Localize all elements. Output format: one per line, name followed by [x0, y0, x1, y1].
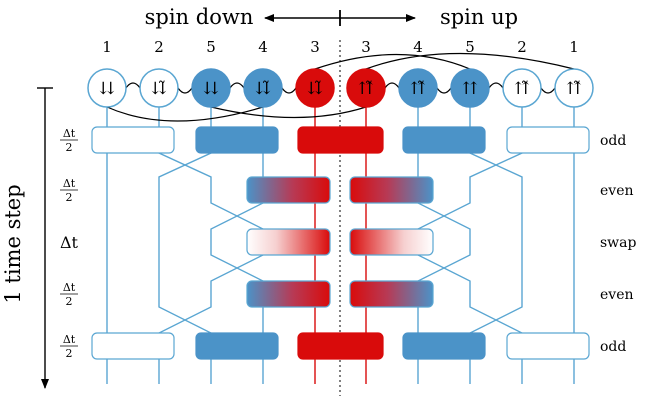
- spin-up-label: spin up: [440, 5, 518, 29]
- odd-gate: [402, 332, 486, 360]
- site-spin-symbol: ⇊̃: [307, 79, 323, 99]
- row-kind-label: swap: [600, 235, 637, 251]
- site-index-label: 3: [310, 38, 320, 56]
- site-spin-symbol: ⇊: [203, 79, 219, 99]
- svg-text:Δt: Δt: [63, 281, 76, 294]
- site-spin-symbol: ⇈: [462, 79, 478, 99]
- site-circle: [346, 68, 386, 108]
- site-index-label: 4: [413, 38, 423, 56]
- row-step-fraction: Δt2: [60, 127, 78, 154]
- site-spin-symbol: ⇈̃: [566, 79, 582, 99]
- svg-text:2: 2: [66, 347, 73, 360]
- site-index-label: 1: [102, 38, 112, 56]
- site-spin-symbol: ⇈̃: [514, 79, 530, 99]
- site-index-label: 2: [154, 38, 164, 56]
- row-step-fraction: Δt2: [60, 281, 78, 308]
- svg-text:Δt: Δt: [63, 177, 76, 190]
- site-index-label: 4: [258, 38, 268, 56]
- site-connection-lines: [106, 52, 575, 122]
- row-kind-label: odd: [600, 339, 626, 355]
- site-index-label: 2: [517, 38, 527, 56]
- row-step-label: Δt: [60, 233, 79, 252]
- site-index-label: 1: [569, 38, 579, 56]
- odd-gate: [91, 332, 175, 360]
- time-step-label: 1 time step: [1, 184, 25, 303]
- site-circle: [87, 68, 127, 108]
- site-spin-symbol: ⇈̃: [358, 79, 374, 99]
- svg-text:2: 2: [66, 141, 73, 154]
- site-circle: [139, 68, 179, 108]
- odd-gate: [195, 126, 279, 154]
- odd-gate: [195, 332, 279, 360]
- wire-line: [210, 107, 264, 384]
- site-spin-symbol: ⇈̃: [410, 79, 426, 99]
- site-circle: [398, 68, 438, 108]
- even-gate: [246, 176, 331, 204]
- site-circle: [295, 68, 335, 108]
- wire-line: [417, 107, 471, 384]
- svg-text:Δt: Δt: [63, 333, 76, 346]
- site-index-label: 5: [465, 38, 475, 56]
- site-circle: [502, 68, 542, 108]
- site-circle: [450, 68, 490, 108]
- site-index-label: 5: [206, 38, 216, 56]
- swap-gate: [349, 228, 434, 256]
- row-kind-label: even: [600, 183, 634, 199]
- wire-line: [158, 107, 212, 384]
- odd-gate: [91, 126, 175, 154]
- swap-gate: [246, 228, 331, 256]
- wire-line: [469, 107, 523, 384]
- spin-down-label: spin down: [145, 5, 254, 29]
- odd-gate: [506, 332, 590, 360]
- svg-text:Δt: Δt: [63, 127, 76, 140]
- svg-text:2: 2: [66, 295, 73, 308]
- odd-gate: [402, 126, 486, 154]
- even-gate: [349, 280, 434, 308]
- site-spin-symbol: ⇊: [99, 79, 115, 99]
- row-kind-label: odd: [600, 133, 626, 149]
- svg-text:2: 2: [66, 191, 73, 204]
- odd-gate: [297, 332, 384, 360]
- site-circle: [554, 68, 594, 108]
- even-gate: [349, 176, 434, 204]
- site-index-label: 3: [361, 38, 371, 56]
- site-spin-symbol: ⇊̃: [255, 79, 271, 99]
- odd-gate: [506, 126, 590, 154]
- site-circle: [243, 68, 283, 108]
- even-gate: [246, 280, 331, 308]
- site-spin-symbol: ⇊̃: [151, 79, 167, 99]
- odd-gate: [297, 126, 384, 154]
- row-step-fraction: Δt2: [60, 177, 78, 204]
- row-step-fraction: Δt2: [60, 333, 78, 360]
- row-kind-label: even: [600, 287, 634, 303]
- site-circle: [191, 68, 231, 108]
